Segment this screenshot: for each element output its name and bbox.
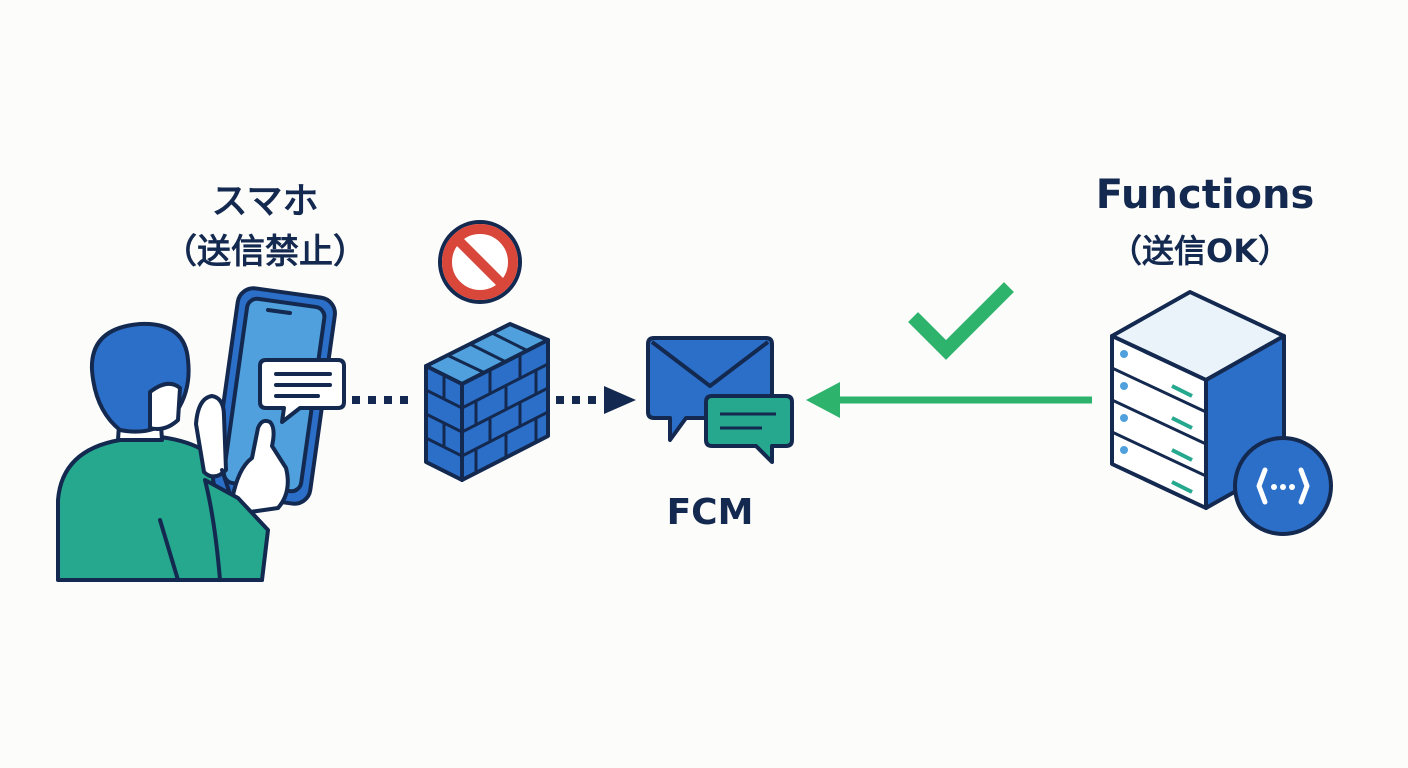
cloud-functions-icon [1233,436,1333,536]
sleeve [203,478,270,582]
functions-title: Functions [1095,172,1315,218]
prohibited-icon [438,220,522,304]
right-hand [230,418,290,514]
phone-title: スマホ [211,181,319,222]
server-icon [1110,290,1286,510]
blocked-dotted-line-1 [352,396,408,404]
functions-subtitle: （送信OK） [1109,232,1290,270]
phone-subtitle: （送信禁止） [163,232,367,272]
blocked-dotted-arrow [556,386,636,414]
left-hand [194,394,228,479]
person-with-phone-icon [56,286,346,582]
fcm-title: FCM [666,492,754,533]
brick-wall-icon [424,322,550,482]
checkmark-icon [908,282,1014,360]
envelope-chat-icon [646,336,794,464]
chat-bubble-icon [258,358,346,424]
allowed-arrow [806,382,1092,418]
